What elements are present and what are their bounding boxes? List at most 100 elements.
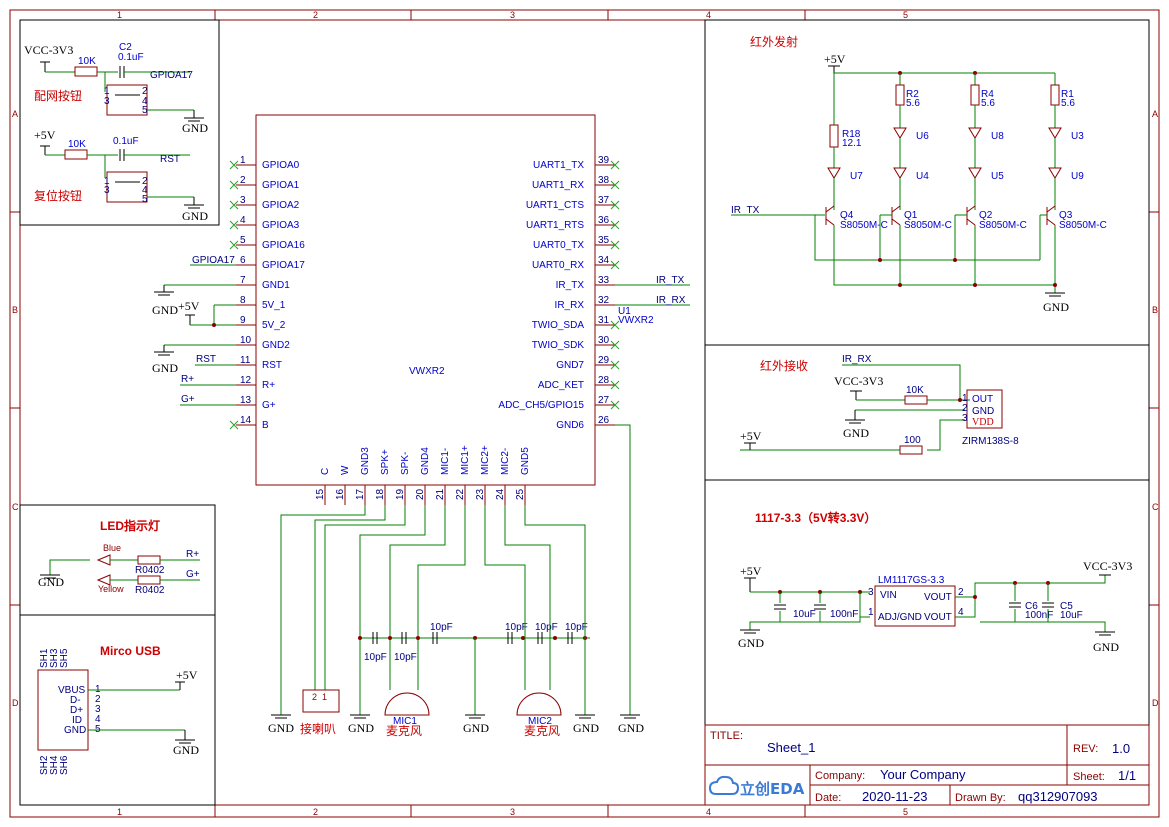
q2-val: S8050M-C xyxy=(979,220,1027,231)
u1-pin-name: UART0_TX xyxy=(533,240,584,251)
btn1-pin5: 5 xyxy=(142,105,148,116)
u1-pin-name: GPIOA2 xyxy=(262,200,300,211)
u1-pin-name: UART1_RX xyxy=(532,180,584,191)
net-rst-u1: RST xyxy=(196,354,216,365)
u1-pin-num: 24 xyxy=(495,488,506,500)
usb-box xyxy=(19,614,216,806)
net-vcc33-ldo: VCC-3V3 xyxy=(1083,559,1132,573)
r4-val: 5.6 xyxy=(981,98,995,109)
u1-pin-name: SPK+ xyxy=(380,449,391,475)
c5-ref: C5 xyxy=(1060,601,1073,612)
u1-ref: U1 xyxy=(618,306,631,317)
u1-pin-num: 35 xyxy=(598,235,610,246)
u1-pin-name: G+ xyxy=(262,400,276,411)
u1-pin-name: MIC1+ xyxy=(460,445,471,475)
r0402-1: R0402 xyxy=(135,565,165,576)
no-connect-mark xyxy=(610,320,620,330)
mic1-symbol xyxy=(384,692,430,716)
gnd-u1-1: GND xyxy=(152,303,178,317)
c2-val: 0.1uF xyxy=(118,52,144,63)
u6-ref: U6 xyxy=(916,131,929,142)
ldo-cap-100nf: 100nF xyxy=(830,609,858,620)
no-connect-mark xyxy=(610,400,620,410)
u1-pin-name: GPIOA0 xyxy=(262,160,300,171)
c6-val: 100nF xyxy=(1025,610,1053,621)
ir-r1-val: 10K xyxy=(906,385,924,396)
no-connect-mark xyxy=(229,160,239,170)
gnd-btn2: GND xyxy=(182,209,208,223)
ldo-cap-10uf: 10uF xyxy=(793,609,816,620)
r-10k-label-1: 10K xyxy=(78,56,96,67)
ir-pin-1: 1 xyxy=(962,393,968,404)
u1-pin-num: 9 xyxy=(240,315,246,326)
usb-sh2: SH2 xyxy=(39,755,50,775)
u7-ref: U7 xyxy=(850,171,863,182)
u1-pin-num: 8 xyxy=(240,295,246,306)
mic2-label: 麦克风 xyxy=(524,724,560,738)
company-label: Company: xyxy=(815,770,865,782)
cap-10pf-4: 10pF xyxy=(505,622,528,633)
u1-pin-num: 5 xyxy=(240,235,246,246)
grid-col-1: 1 xyxy=(117,10,122,20)
speaker-label: 接喇叭 xyxy=(300,721,336,736)
usb-sh6: SH6 xyxy=(59,755,70,775)
grid-col-2-bottom: 2 xyxy=(313,807,318,817)
no-connect-mark xyxy=(610,160,620,170)
gnd-audio-3: GND xyxy=(463,721,489,735)
u1-pin-num: 17 xyxy=(355,488,366,500)
net-rplus-u1: R+ xyxy=(181,374,194,385)
rev-value: 1.0 xyxy=(1112,741,1130,756)
net-irrx-ir: IR_RX xyxy=(842,354,872,365)
title-label: TITLE: xyxy=(710,730,743,742)
u1-pin-num: 23 xyxy=(475,488,486,500)
u1-bottom-pins: 15C16W17GND318SPK+19SPK-20GND421MIC1-22M… xyxy=(315,445,531,505)
gnd-audio-4: GND xyxy=(573,721,599,735)
gnd-usb: GND xyxy=(173,743,199,757)
u1-pin-name: TWIO_SDK xyxy=(532,340,585,351)
u1-left-nets: GPIOA17 GND +5V GND RST R+ G+ xyxy=(152,255,236,406)
net-5v-ir: +5V xyxy=(824,52,846,66)
u1-pin-name: UART0_RX xyxy=(532,260,584,271)
ir-emit-title: 红外发射 xyxy=(750,34,798,49)
r2-val: 5.6 xyxy=(906,98,920,109)
grid-col-3-bottom: 3 xyxy=(510,807,515,817)
u1-center-label: VWXR2 xyxy=(409,366,445,377)
led-circuit: LED指示灯 GND Blue Yellow R0402 R0402 R+ G+ xyxy=(38,518,200,596)
no-connect-mark xyxy=(610,340,620,350)
u1-pin-name: 5V_1 xyxy=(262,300,286,311)
net-irtx-u1: IR_TX xyxy=(656,275,685,286)
u1-name: VWXR2 xyxy=(618,315,654,326)
usb-pin-dp: D+ xyxy=(70,705,83,716)
no-connect-mark xyxy=(229,240,239,250)
cap-10pf-6: 10pF xyxy=(565,622,588,633)
u1-pin-name: MIC2+ xyxy=(480,445,491,475)
led-blue-label: Blue xyxy=(103,543,121,553)
sheet-border xyxy=(9,9,1160,818)
u1-pin-name: R+ xyxy=(262,380,275,391)
u1-pin-name: IR_RX xyxy=(555,300,585,311)
title-block: TITLE: Sheet_1 REV: 1.0 Company: Your Co… xyxy=(704,724,1150,806)
q4-ref: Q4 xyxy=(840,210,854,221)
usb-connector xyxy=(37,669,89,751)
no-connect-mark xyxy=(610,380,620,390)
ldo-ic-name: LM1117GS-3.3 xyxy=(878,575,945,586)
no-connect-mark xyxy=(229,420,239,430)
u8-ref: U8 xyxy=(991,131,1004,142)
u1-pin-num: 32 xyxy=(598,295,610,306)
grid-row-c: C xyxy=(12,502,19,512)
u1-right-nets: IR_TX IR_RX GND xyxy=(615,275,690,735)
net-5v-u1: +5V xyxy=(178,299,200,313)
u1-pin-num: 26 xyxy=(598,415,610,426)
grid-row-a: A xyxy=(12,109,18,119)
u1-pin-num: 22 xyxy=(455,488,466,500)
u1-pin-name: ADC_KET xyxy=(538,380,584,391)
gnd-audio-1: GND xyxy=(268,721,294,735)
gnd-u1-2: GND xyxy=(152,361,178,375)
led-yellow-label: Yellow xyxy=(98,584,124,594)
grid-row-b: B xyxy=(12,305,18,315)
u1-pin-name: GND3 xyxy=(360,447,371,475)
u1-pin-name: GND5 xyxy=(520,447,531,475)
ldo-vout: VOUT xyxy=(924,592,952,603)
led-title: LED指示灯 xyxy=(100,518,160,533)
